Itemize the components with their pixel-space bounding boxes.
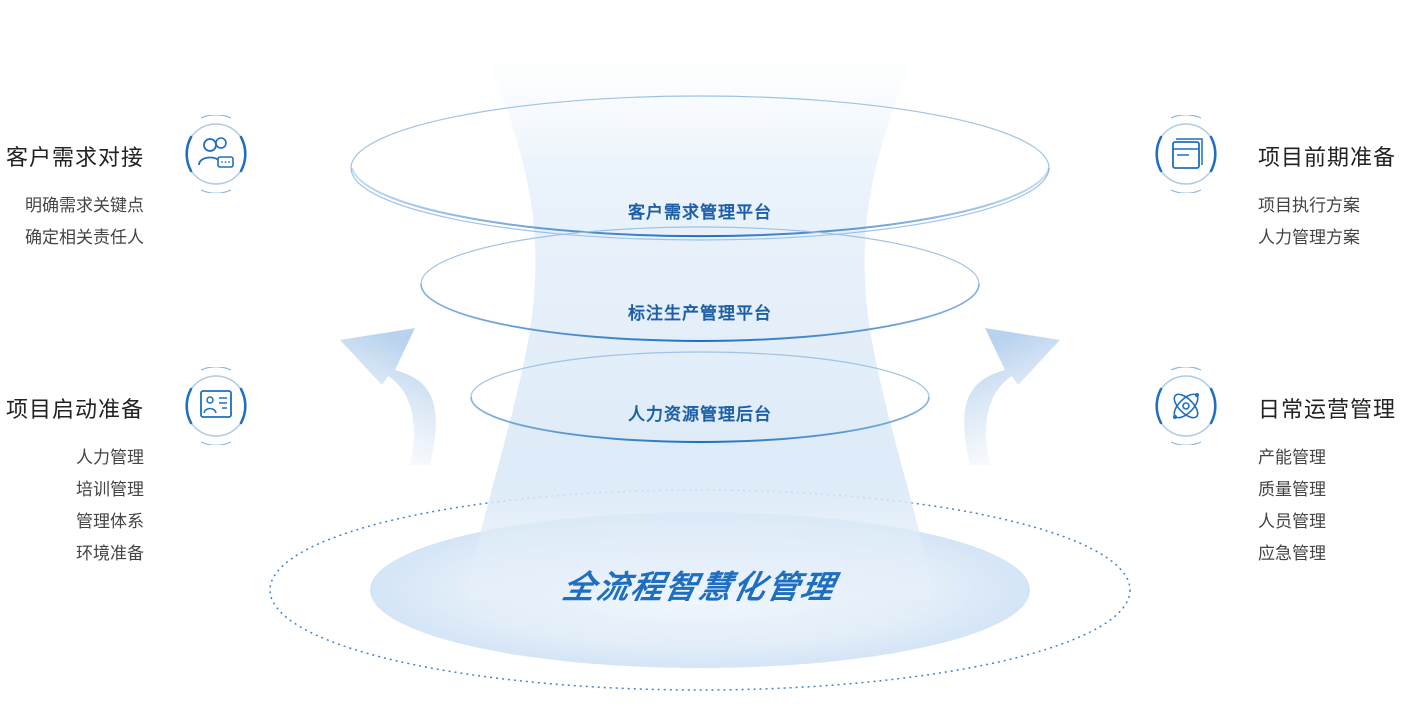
block-customer-demand: 客户需求对接 明确需求关键点 确定相关责任人	[6, 140, 144, 254]
ring-1-front	[351, 167, 1050, 238]
block-title: 客户需求对接	[5, 146, 144, 171]
ring-3-front	[470, 396, 930, 443]
layer-label-customer: 客户需求管理平台	[628, 203, 772, 223]
list-item: 培训管理	[76, 480, 144, 500]
list-item: 明确需求关键点	[25, 196, 144, 216]
block-title: 项目启动准备	[5, 398, 144, 423]
layer-label-hr: 人力资源管理后台	[628, 405, 772, 425]
base-dotted-ring	[269, 489, 1131, 691]
list-item: 人力管理	[76, 448, 144, 468]
list-item: 环境准备	[76, 544, 144, 564]
main-title: 全流程智慧化管理	[559, 568, 840, 606]
list-item: 人员管理	[1258, 512, 1326, 532]
block-title: 项目前期准备	[1258, 146, 1397, 171]
left-curved-arrow	[340, 328, 436, 465]
list-item: 质量管理	[1258, 480, 1326, 500]
atom-orbit-icon	[1147, 366, 1225, 446]
list-item: 人力管理方案	[1258, 228, 1360, 248]
block-project-prep: 项目前期准备 项目执行方案 人力管理方案	[1258, 140, 1396, 254]
presentation-board-icon	[177, 366, 255, 446]
list-item: 产能管理	[1258, 448, 1326, 468]
block-daily-ops: 日常运营管理 产能管理 质量管理 人员管理 应急管理	[1258, 392, 1396, 570]
window-document-icon	[1147, 114, 1225, 194]
list-item: 项目执行方案	[1258, 196, 1360, 216]
list-item: 确定相关责任人	[25, 228, 144, 248]
block-project-launch: 项目启动准备 人力管理 培训管理 管理体系 环境准备	[6, 392, 144, 570]
funnel-shape	[465, 20, 935, 600]
layer-label-production: 标注生产管理平台	[628, 304, 772, 324]
users-chat-icon	[177, 114, 255, 194]
right-curved-arrow	[964, 328, 1060, 465]
ring-2-front	[420, 283, 980, 342]
list-item: 管理体系	[76, 512, 144, 532]
list-item: 应急管理	[1258, 544, 1326, 564]
block-title: 日常运营管理	[1258, 398, 1397, 423]
